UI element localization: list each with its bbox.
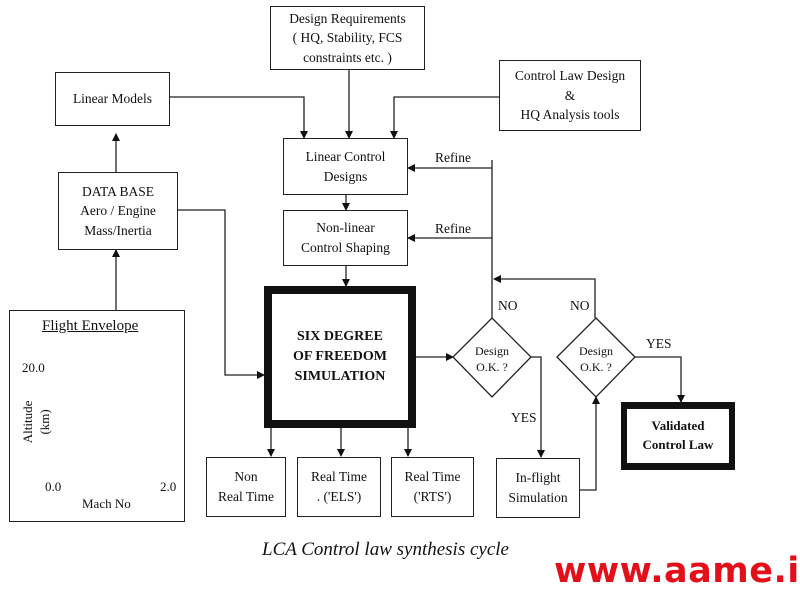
- y-max-tick: 20.0: [22, 360, 45, 375]
- flight-envelope-title: Flight Envelope: [42, 318, 139, 334]
- design-requirements-box: Design Requirements ( HQ, Stability, FCS c…: [270, 6, 425, 70]
- box-text: &: [564, 87, 576, 103]
- box-text: In-flight: [515, 470, 561, 486]
- six-dof-simulation-box: SIX DEGREE OF FREEDOM SIMULATION: [264, 286, 416, 428]
- box-text: Real Time: [218, 489, 274, 504]
- decision-diamond-1: [452, 317, 532, 398]
- edge-control-law-design-to-linear-control: [390, 96, 500, 139]
- watermark-link[interactable]: www.aame.in: [554, 551, 800, 591]
- box-text: Designs: [323, 168, 368, 184]
- no-label-1: NO: [498, 298, 518, 313]
- box-text: Real Time: [311, 469, 367, 485]
- edge-db-to-6dof: [178, 209, 265, 379]
- box-text: Simulation: [508, 490, 568, 505]
- figure-caption: LCA Control law synthesis cycle: [262, 539, 509, 560]
- box-text: Linear Models: [72, 91, 153, 107]
- refine-label-1: Refine: [435, 150, 471, 165]
- box-text: DATA BASE: [81, 183, 155, 199]
- edge-decision1-yes: [531, 356, 545, 458]
- decision-text: Design: [475, 344, 509, 358]
- edge-linear-models-to-linear-control: [169, 96, 308, 139]
- box-text: constraints etc. ): [303, 49, 392, 65]
- yes-label-1: YES: [511, 410, 537, 425]
- y-axis-label: Altitude(km): [20, 387, 54, 457]
- decision-text: O.K. ?: [580, 360, 612, 375]
- box-text: ('RTS'): [413, 489, 452, 504]
- control-law-design-box: Control Law Design & HQ Analysis tools: [499, 60, 641, 131]
- linear-models-box: Linear Models: [55, 72, 170, 126]
- axis-text: Altitude: [20, 400, 36, 444]
- decision-text: O.K. ?: [476, 360, 508, 375]
- box-text: SIMULATION: [294, 369, 386, 385]
- decision-text: Design: [579, 344, 613, 358]
- box-text: SIX DEGREE: [297, 328, 383, 344]
- edge-decision2-no: [493, 275, 596, 318]
- box-text: Non-linear: [316, 220, 375, 236]
- refine-label-2: Refine: [435, 221, 471, 236]
- box-text: Real Time: [404, 469, 461, 485]
- x-axis-label: Mach No: [82, 496, 131, 511]
- box-text: Control Law: [642, 437, 714, 452]
- no-label-2: NO: [570, 298, 590, 313]
- box-text: Validated: [651, 418, 705, 434]
- x-min-tick: 0.0: [45, 479, 62, 494]
- real-time-rts-box: Real Time ('RTS'): [391, 457, 474, 517]
- box-text: Mass/Inertia: [84, 222, 152, 238]
- edge-decision2-yes: [635, 356, 685, 403]
- box-text: Control Law Design: [514, 68, 626, 84]
- box-text: Design Requirements: [289, 10, 406, 26]
- box-text: OF FREEDOM: [293, 348, 387, 364]
- flight-envelope-box: [9, 310, 185, 522]
- box-text: ( HQ, Stability, FCS: [292, 30, 403, 46]
- box-text: Linear Control: [305, 148, 386, 164]
- box-text: . ('ELS'): [316, 489, 362, 504]
- yes-label-2: YES: [646, 336, 672, 351]
- decision-diamond-2: [556, 317, 636, 398]
- edge-inflight-to-decision2: [580, 396, 600, 491]
- box-text: Control Shaping: [301, 240, 390, 255]
- box-text: Aero / Engine: [80, 203, 156, 219]
- x-max-tick: 2.0: [160, 479, 177, 494]
- box-text: HQ Analysis tools: [520, 107, 620, 123]
- axis-text: (km): [37, 409, 52, 435]
- real-time-els-box: Real Time . ('ELS'): [297, 457, 381, 517]
- box-text: Non: [234, 469, 258, 485]
